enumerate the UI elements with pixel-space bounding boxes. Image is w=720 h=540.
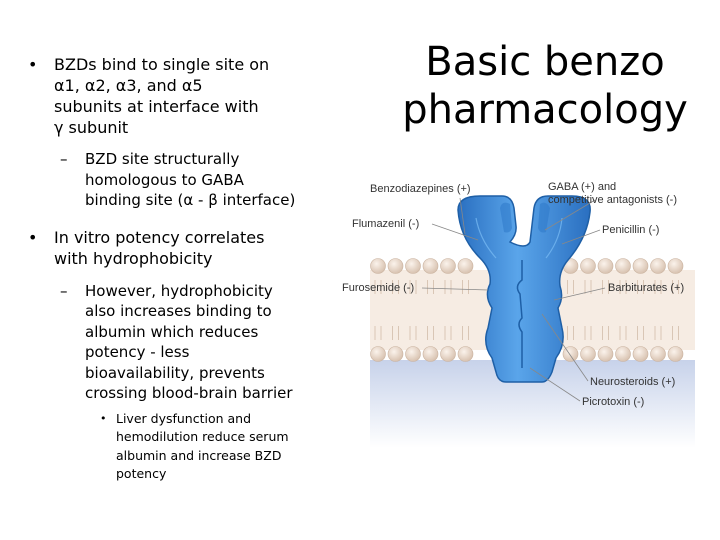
subbullet-text-line: albumin which reduces	[85, 322, 259, 341]
subbullet-text-line: potency - less	[85, 343, 190, 361]
lipid-head	[615, 258, 631, 274]
lipid-head	[632, 346, 649, 362]
lipid-head	[387, 346, 404, 362]
lipid-head	[457, 346, 474, 362]
lipid-head	[440, 258, 456, 274]
lipid-tail	[392, 326, 399, 340]
subsubbullet-text-line: hemodilution reduce serum	[116, 429, 289, 444]
lipid-heads-bottom	[370, 346, 684, 362]
lipid-tail	[392, 280, 399, 294]
lipid-tail	[444, 326, 452, 340]
lipid-head	[370, 258, 386, 274]
bullet-marker: •	[28, 227, 38, 247]
lipid-tail	[602, 326, 609, 340]
lipid-tail	[637, 326, 644, 340]
bullet-text-line: BZDs bind to single site on	[54, 55, 270, 74]
bullet-text-line: γ subunit	[54, 118, 129, 137]
lipid-head	[650, 346, 666, 362]
subsubbullet-text-line: albumin and increase BZD	[116, 447, 282, 463]
lipid-tail	[567, 326, 574, 340]
subbullet-marker: –	[60, 150, 68, 168]
bullet-text-line: α1, α2, α3, and α5	[54, 76, 203, 95]
lipid-tail	[374, 326, 382, 340]
label-gaba-line-2: competitive antagonists (-)	[548, 194, 677, 206]
lipid-head	[615, 346, 631, 362]
label-neurosteroids: Neurosteroids (+)	[590, 376, 676, 388]
lipid-tail	[619, 326, 627, 340]
title-line-2: pharmacology	[402, 87, 688, 133]
subbullet-text-line: BZD site structurally	[85, 150, 240, 168]
subbullet-text-line: However, hydrophobicity	[85, 281, 273, 300]
lipid-head	[597, 346, 614, 362]
lipid-head	[597, 258, 614, 274]
lipid-head	[370, 346, 386, 362]
lipid-head	[405, 346, 421, 362]
lipid-tail	[567, 280, 574, 294]
lipid-heads-top	[370, 258, 684, 274]
lipid-head	[667, 346, 684, 362]
subbullet-text-line: crossing blood-brain barrier	[85, 384, 293, 402]
slide-title: Basic benzo pharmacology	[380, 38, 710, 134]
label-barbiturates: Barbiturates (+)	[608, 282, 685, 294]
bullet-text-line: subunits at interface with	[54, 97, 259, 116]
lipid-tail	[619, 280, 627, 294]
lipid-head	[405, 258, 421, 274]
lipid-tail	[584, 326, 592, 340]
label-picrotoxin: Picrotoxin (-)	[582, 396, 645, 408]
lipid-tail	[654, 326, 662, 340]
lipid-tail	[444, 280, 452, 294]
subbullet-marker: –	[60, 281, 68, 300]
lipid-tail	[672, 280, 679, 294]
bullet-potency: • In vitro potency correlates with hydro…	[26, 227, 326, 269]
bullet-bzd-binding: • BZDs bind to single site on α1, α2, α3…	[26, 54, 326, 138]
title-line-1: Basic benzo	[425, 39, 665, 85]
lipid-tail	[409, 326, 417, 340]
bullet-text-line: In vitro potency correlates	[54, 227, 265, 247]
lipid-head	[580, 346, 596, 362]
lipid-tail	[462, 280, 469, 294]
lipid-tail	[637, 280, 644, 294]
lipid-head	[562, 346, 579, 362]
label-benzodiazepines: Benzodiazepines (+)	[370, 183, 471, 195]
lipid-tail	[427, 326, 434, 340]
subbullet-bzd-site: – BZD site structurally homologous to GA…	[26, 149, 326, 211]
lipid-tail	[672, 326, 679, 340]
lipid-tail	[374, 280, 382, 294]
bullet-marker: •	[28, 55, 38, 74]
subbullet-hydrophobicity: – However, hydrophobicity also increases…	[26, 281, 326, 404]
lipid-tail	[654, 280, 662, 294]
lipid-tails	[374, 280, 679, 340]
bullet-list: • BZDs bind to single site on α1, α2, α3…	[26, 54, 326, 484]
subbullet-text-line: also increases binding to	[85, 302, 272, 320]
lipid-head	[422, 346, 439, 362]
lipid-head	[667, 258, 684, 274]
receptor-illustration	[370, 195, 695, 448]
lipid-head	[650, 258, 666, 274]
lipid-tail	[462, 326, 469, 340]
bullet-text-line: with hydrophobicity	[54, 248, 213, 268]
subsubbullet-text-line: Liver dysfunction and	[116, 410, 252, 426]
lipid-head	[440, 346, 456, 362]
lipid-head	[457, 258, 474, 274]
lipid-head	[580, 258, 596, 274]
lipid-tail	[409, 280, 417, 294]
label-furosemide: Furosemide (-)	[342, 282, 415, 294]
lipid-head	[632, 258, 649, 274]
lipid-head	[422, 258, 439, 274]
subbullet-text-line: bioavailability, prevents	[85, 363, 265, 382]
gaba-receptor-diagram: Benzodiazepines (+) Flumazenil (-) Furos…	[330, 168, 720, 448]
lipid-tail	[602, 280, 609, 294]
label-gaba-line-1: GABA (+) and	[548, 181, 617, 193]
subsubbullet-marker: •	[100, 411, 107, 425]
subsubbullet-text-line: potency	[116, 466, 167, 481]
leader-lines	[421, 197, 606, 402]
subsubbullet-liver: • Liver dysfunction and hemodilution red…	[26, 410, 326, 484]
subbullet-text-line: binding site (α - β interface)	[85, 191, 296, 209]
label-flumazenil: Flumazenil (-)	[352, 218, 420, 230]
subbullet-text-line: homologous to GABA	[85, 170, 244, 189]
lipid-head	[387, 258, 404, 274]
lipid-tail	[427, 280, 434, 294]
label-penicillin: Penicillin (-)	[602, 224, 660, 236]
